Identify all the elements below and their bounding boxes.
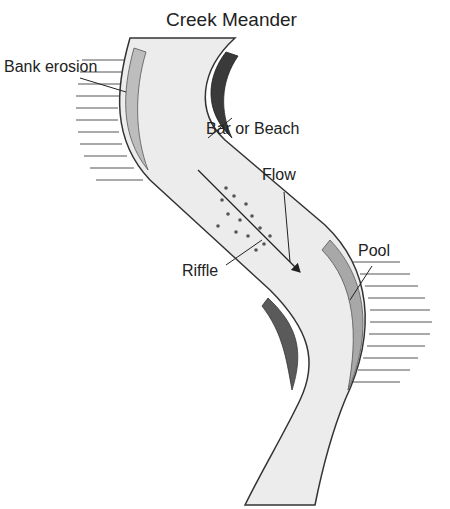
flow-arrow [198,170,300,272]
pool-area [322,240,363,390]
part-label: Riffle [182,262,218,280]
part-label: Flow [262,166,296,184]
part-label: Bank erosion [4,58,97,76]
part-label: Pool [358,242,390,260]
eroded-bank [126,48,148,170]
gravel-bar [262,298,298,390]
part-label: Bar or Beach [206,120,299,138]
diagram-title: Creek Meander [166,10,297,31]
creek-channel [120,38,366,505]
leader-lines [80,78,372,300]
